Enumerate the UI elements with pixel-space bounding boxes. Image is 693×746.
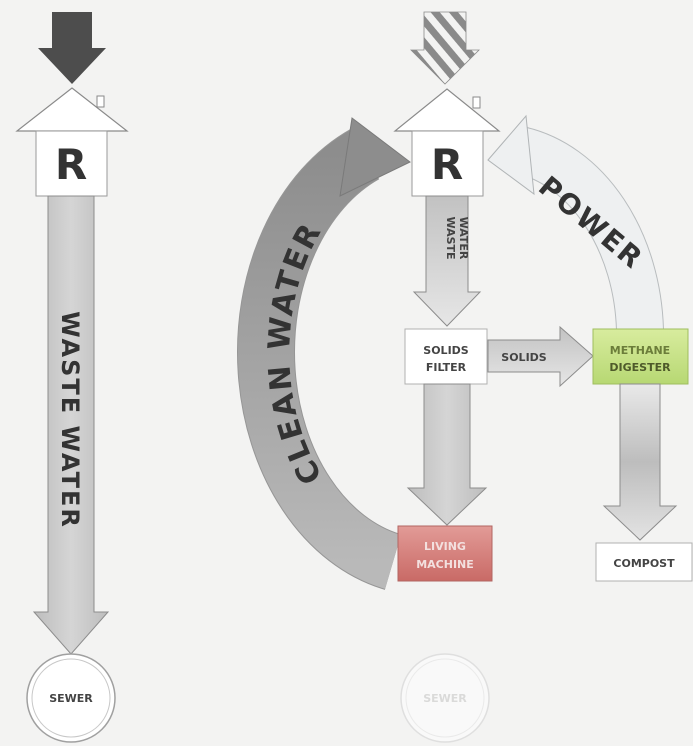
- left-house-letter: R: [55, 140, 87, 189]
- clean-water-arrow: CLEAN WATER: [237, 117, 411, 590]
- living-machine-box: LIVING MACHINE: [397, 525, 493, 582]
- methane-digester-label-1: METHANE: [610, 344, 670, 357]
- right-waste-water-label-2: WATER: [457, 217, 470, 260]
- right-sewer: SEWER: [400, 653, 490, 743]
- left-inflow-arrow: [38, 12, 106, 84]
- compost-label: COMPOST: [613, 557, 675, 570]
- left-system: R WASTE WATER SEWER: [15, 12, 129, 743]
- right-house-body: [411, 130, 484, 197]
- left-sewer-circle: [26, 653, 116, 743]
- right-waste-water-arrow: [412, 195, 482, 327]
- left-waste-water-label: WASTE WATER: [56, 311, 84, 529]
- left-sewer-label: SEWER: [49, 692, 93, 705]
- left-house-body: [35, 130, 108, 197]
- to-living-machine-arrow: [406, 383, 488, 526]
- right-sewer-label: SEWER: [423, 692, 467, 705]
- solids-filter-label-1: SOLIDS: [423, 344, 469, 357]
- solids-filter-box: SOLIDS FILTER: [404, 328, 488, 385]
- living-machine-label-1: LIVING: [424, 540, 466, 553]
- right-inflow-arrow: [410, 11, 480, 85]
- methane-digester-label-2: DIGESTER: [609, 361, 671, 374]
- to-compost-arrow: [602, 383, 678, 541]
- right-house: R: [393, 88, 501, 197]
- solids-arrow: [487, 325, 594, 388]
- solids-filter-label-2: FILTER: [426, 361, 467, 374]
- right-waste-water-label-1: WASTE: [444, 216, 457, 259]
- left-waste-water-arrow: [32, 195, 110, 655]
- right-house-letter: R: [431, 140, 463, 189]
- solids-label: SOLIDS: [501, 351, 547, 364]
- methane-digester-box: METHANE DIGESTER: [592, 328, 689, 385]
- living-machine-label-2: MACHINE: [416, 558, 474, 571]
- compost-box: COMPOST: [595, 542, 693, 582]
- power-arrow: POWER: [487, 114, 664, 331]
- right-system: CLEAN WATER POWER R WASTE WATER SOLIDS F…: [237, 11, 693, 743]
- left-house: R: [15, 87, 129, 197]
